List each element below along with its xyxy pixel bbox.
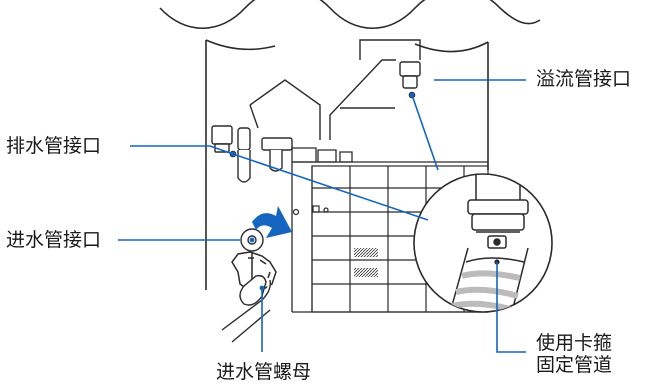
clamp-instruction-line1: 使用卡箍	[536, 332, 613, 354]
hand	[221, 274, 272, 343]
overflow-fitting	[399, 61, 421, 99]
appliance-body	[205, 39, 489, 290]
drain-fitting	[211, 125, 293, 183]
clamp-instruction-line2: 固定管道	[536, 354, 613, 376]
leader-dots	[230, 92, 415, 291]
overflow-port-label: 溢流管接口	[536, 68, 632, 90]
inlet-nut-label: 进水管螺母	[216, 361, 312, 383]
small-holes	[292, 205, 329, 216]
mesh-patch	[354, 268, 378, 277]
appliance-cut-edge	[159, 0, 541, 29]
clockwise-arrow-icon	[252, 206, 292, 238]
inlet-port-label: 进水管接口	[6, 229, 102, 251]
clamp-instruction-label: 使用卡箍 固定管道	[536, 332, 612, 376]
leader-lines	[118, 79, 526, 353]
mesh-patch	[354, 248, 378, 257]
zoom-detail	[413, 173, 553, 313]
internal-duct	[249, 39, 421, 140]
drain-port-label: 排水管接口	[6, 135, 102, 157]
